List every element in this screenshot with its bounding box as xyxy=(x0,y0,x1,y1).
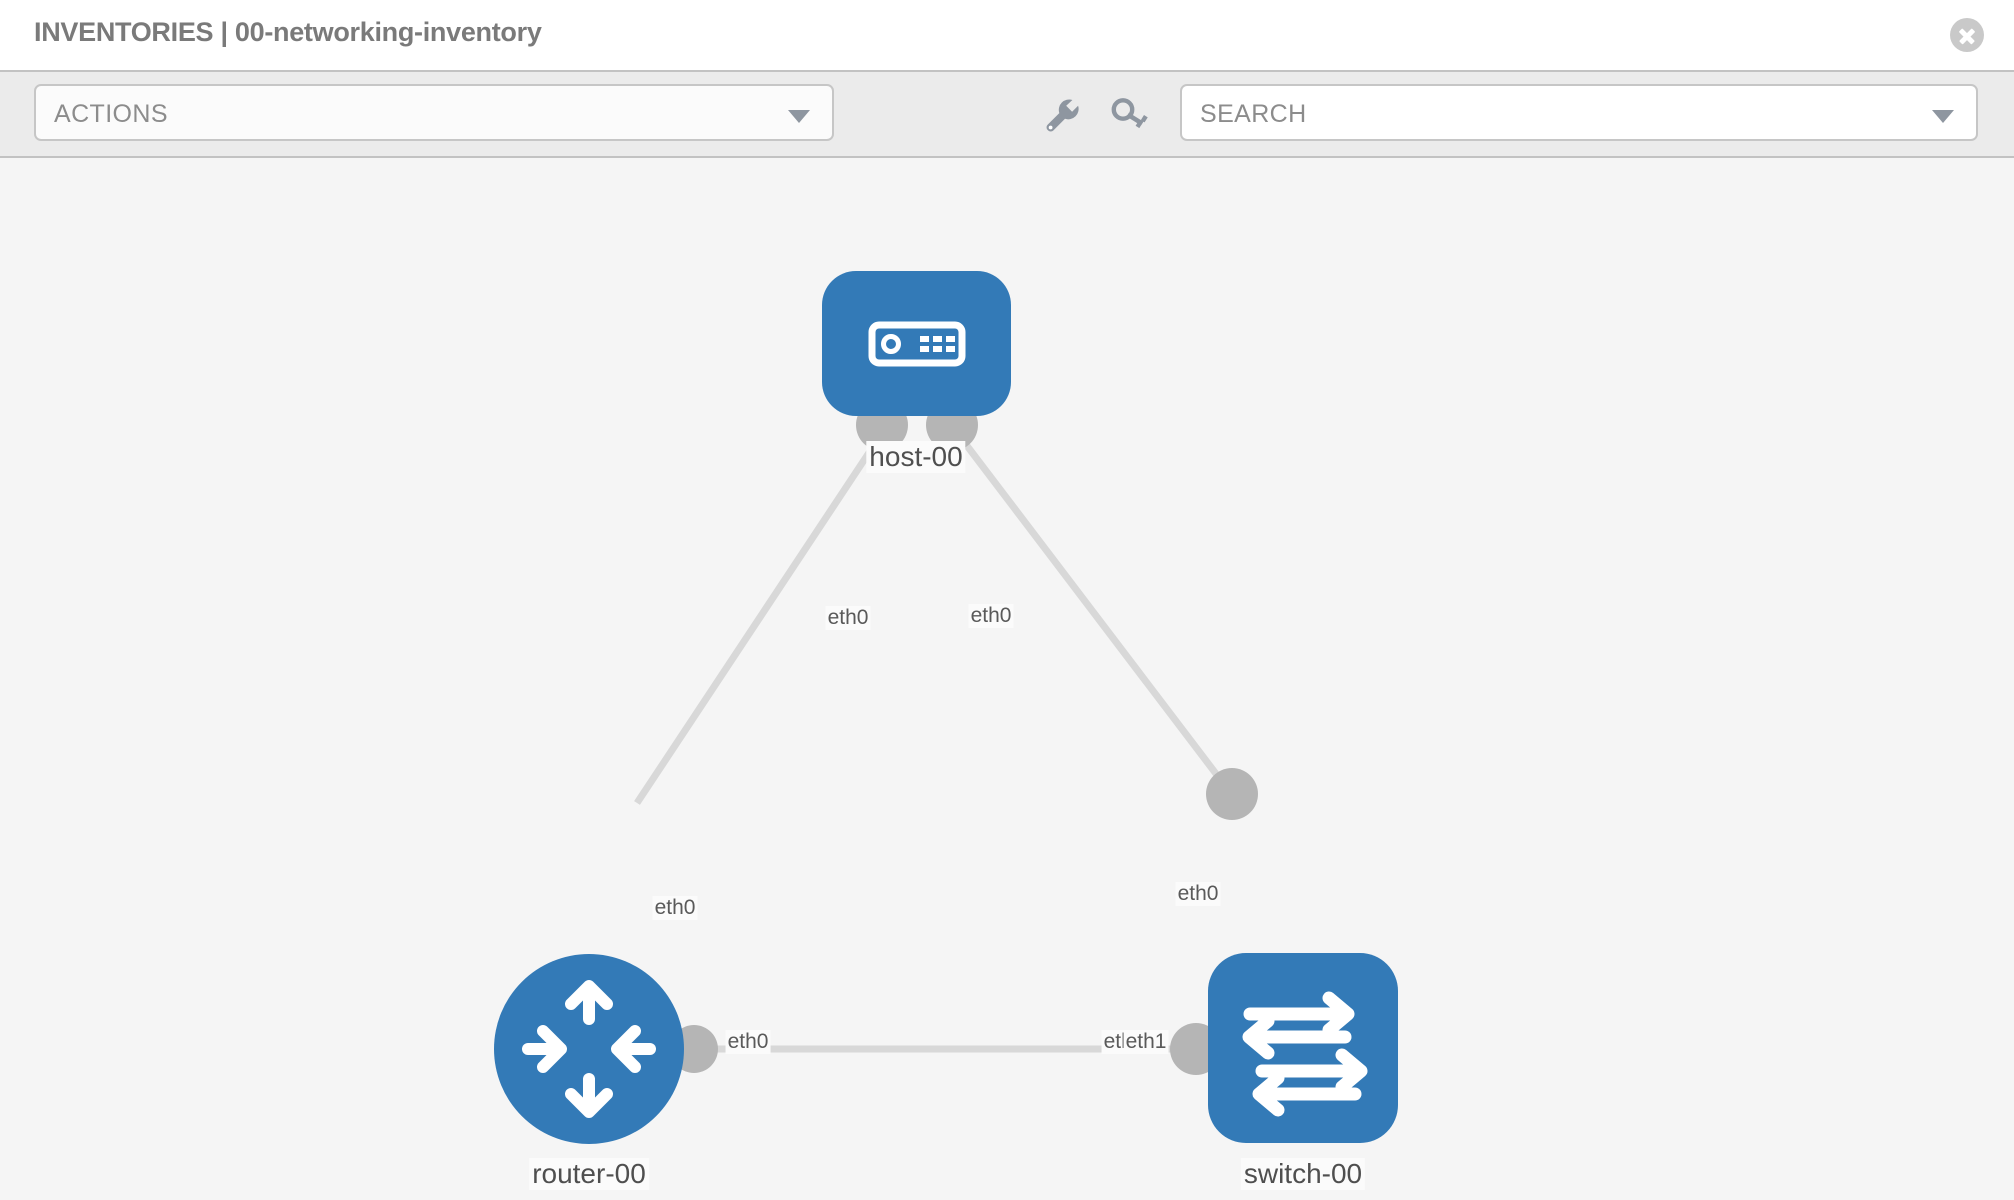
page-header: INVENTORIES | 00-networking-inventory xyxy=(0,0,2014,70)
node-label-switch-00: switch-00 xyxy=(1240,1158,1366,1190)
edge-host-switch[interactable] xyxy=(952,427,1245,811)
search-placeholder: SEARCH xyxy=(1200,100,1307,128)
iface-label: eth1 xyxy=(1123,1030,1169,1054)
page-title: INVENTORIES | 00-networking-inventory xyxy=(34,17,542,47)
node-label-router-00: router-00 xyxy=(529,1158,649,1190)
iface-label: eth0 xyxy=(1175,882,1221,906)
chevron-down-icon[interactable] xyxy=(1932,110,1954,123)
actions-dropdown-label: ACTIONS xyxy=(54,100,168,128)
iface-label: eth0 xyxy=(968,604,1014,628)
node-switch-00[interactable] xyxy=(1208,953,1398,1143)
iface-label: eth0 xyxy=(725,1030,771,1054)
actions-dropdown[interactable]: ACTIONS xyxy=(34,84,834,141)
iface-label: eth0 xyxy=(825,606,871,630)
iface-label: eth0 xyxy=(652,896,698,920)
node-router-00[interactable] xyxy=(494,954,684,1144)
topology-canvas[interactable]: host-00 router-00 switch-00 eth0 eth0 et… xyxy=(0,158,2014,1200)
topology-toolbar: ACTIONS SEARCH xyxy=(0,70,2014,158)
node-label-host-00: host-00 xyxy=(866,441,966,473)
topology-edges xyxy=(634,427,1245,1053)
edge-host-router[interactable] xyxy=(634,428,887,805)
chevron-down-icon xyxy=(788,110,810,123)
search-input[interactable]: SEARCH xyxy=(1180,84,1978,141)
node-host-00[interactable] xyxy=(822,271,1011,416)
topology-connectors xyxy=(670,399,1258,1075)
key-icon[interactable] xyxy=(1108,92,1152,136)
wrench-icon[interactable] xyxy=(1039,92,1083,136)
close-icon[interactable] xyxy=(1950,18,1984,52)
connector-switch-top xyxy=(1206,768,1258,820)
topology-graph xyxy=(494,271,1398,1144)
